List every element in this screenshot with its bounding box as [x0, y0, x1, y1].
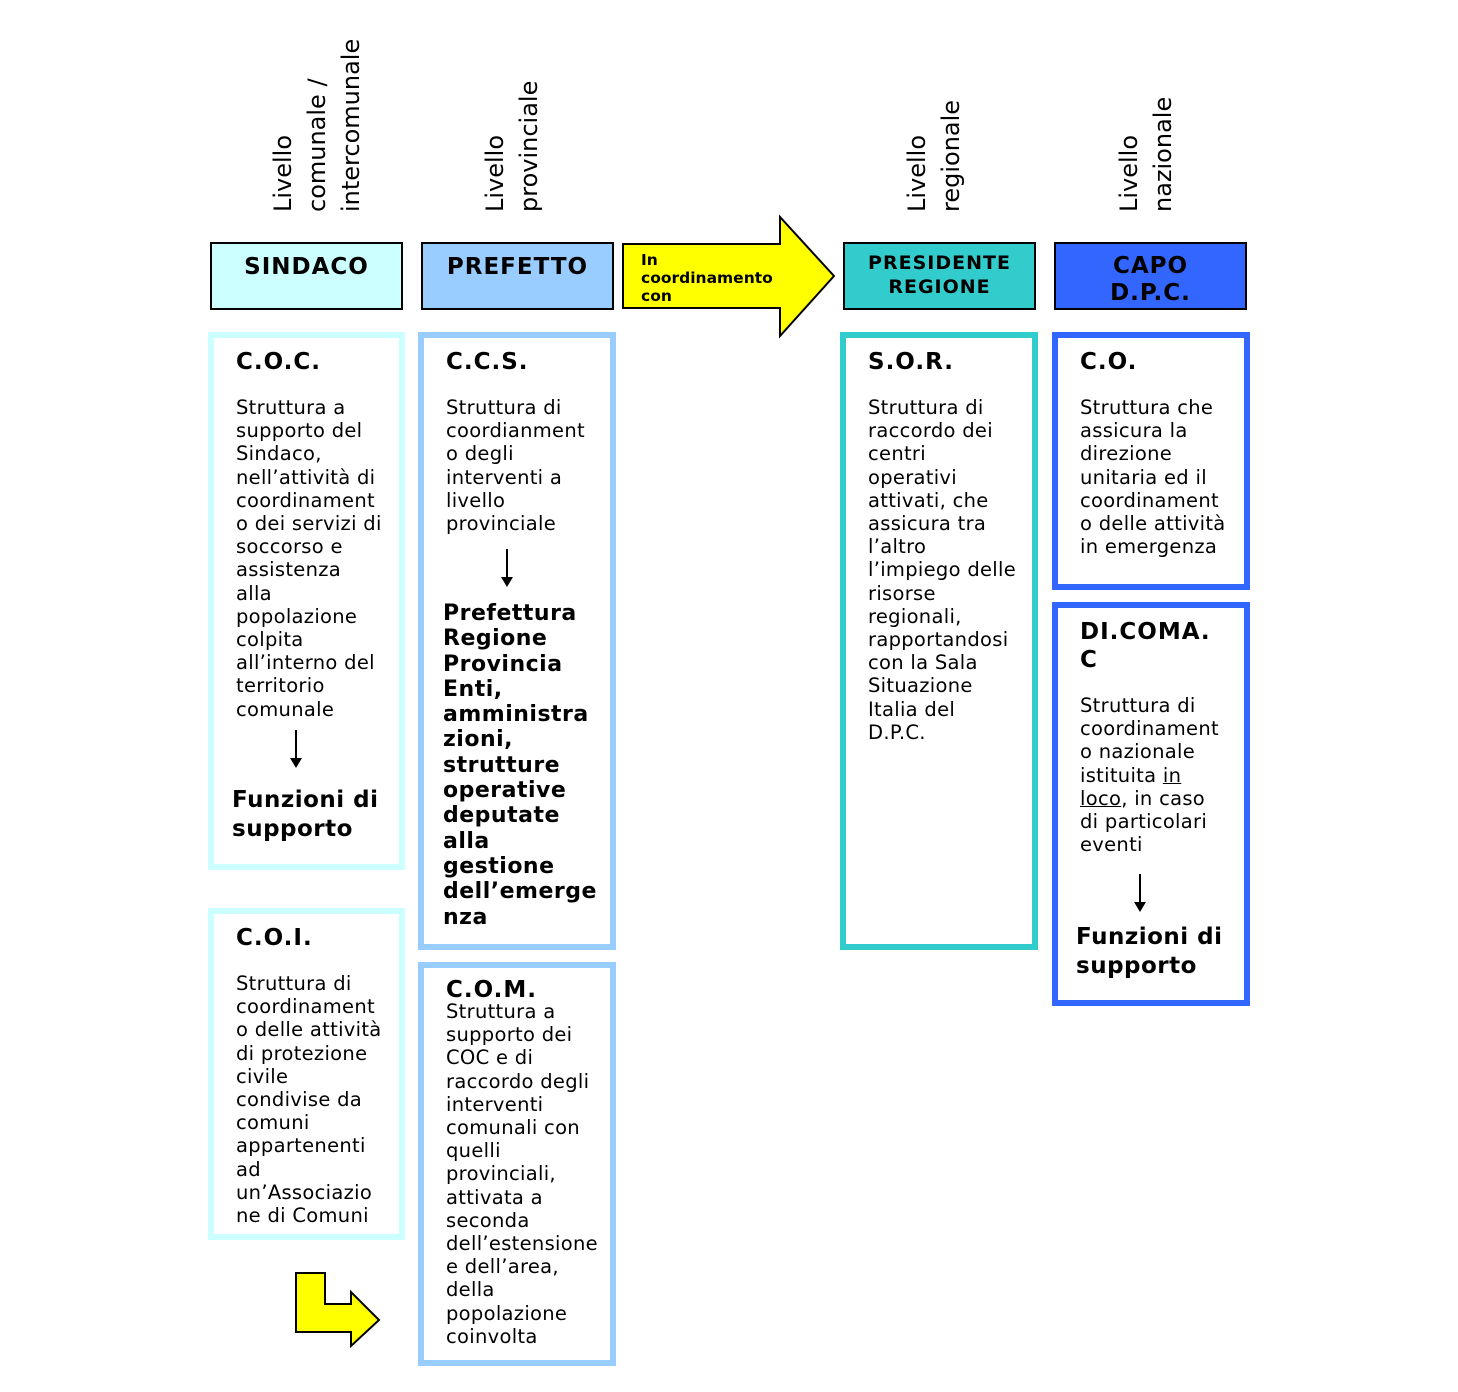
- box-com: C.O.M. Struttura a supporto dei COC e di…: [418, 962, 616, 1366]
- corner-arrow-icon: [295, 1272, 381, 1349]
- box-co-title: C.O.: [1080, 349, 1138, 375]
- box-coi-desc: Struttura di coordinament o delle attivi…: [236, 972, 382, 1228]
- box-sor: S.O.R. Struttura di raccordo dei centri …: [840, 332, 1038, 950]
- box-ccs: C.C.S. Struttura di coordianment o degli…: [418, 332, 616, 950]
- dicomac-desc-part1: Struttura di coordinament o nazionale is…: [1080, 694, 1219, 787]
- header-prefetto: PREFETTO: [421, 242, 614, 310]
- box-dicomac-desc: Struttura di coordinament o nazionale is…: [1080, 694, 1236, 856]
- coordination-arrow-label: In coordinamento con: [641, 251, 773, 305]
- arrow-down-icon: [290, 730, 302, 768]
- box-dicomac-result: Funzioni di supporto: [1076, 924, 1223, 979]
- level-label-provinciale: Livello provinciale: [481, 80, 543, 212]
- box-coc-result: Funzioni di supporto: [232, 787, 379, 842]
- header-capo-label: CAPO D.P.C.: [1110, 253, 1191, 306]
- coordination-arrow: [622, 214, 836, 339]
- dicomac-desc-underline-loco: loco: [1080, 786, 1122, 810]
- box-coc-title: C.O.C.: [236, 349, 322, 375]
- box-coc: C.O.C. Struttura a supporto del Sindaco,…: [208, 332, 405, 870]
- level-label-regionale: Livello regionale: [903, 99, 965, 212]
- box-ccs-desc: Struttura di coordianment o degli interv…: [446, 396, 585, 536]
- box-sor-title: S.O.R.: [868, 349, 954, 375]
- header-prefetto-label: PREFETTO: [446, 254, 589, 280]
- box-com-title: C.O.M.: [446, 977, 538, 1003]
- box-co: C.O. Struttura che assicura la direzione…: [1052, 332, 1250, 590]
- box-dicomac-title: DI.COMA. C: [1080, 619, 1211, 673]
- box-sor-desc: Struttura di raccordo dei centri operati…: [868, 396, 1017, 744]
- header-capo-dpc: CAPO D.P.C.: [1054, 242, 1247, 310]
- level-label-nazionale: Livello nazionale: [1115, 96, 1177, 212]
- level-label-comunale: Livello comunale / intercomunale: [269, 38, 365, 212]
- box-coi: C.O.I. Struttura di coordinament o delle…: [208, 908, 405, 1240]
- box-ccs-title: C.C.S.: [446, 349, 529, 375]
- box-com-desc: Struttura a supporto dei COC e di raccor…: [446, 1000, 598, 1348]
- arrow-down-icon: [1134, 874, 1146, 912]
- header-sindaco: SINDACO: [210, 242, 403, 310]
- arrow-down-icon: [501, 549, 513, 587]
- dicomac-desc-underline-in: in: [1162, 763, 1182, 787]
- box-coc-desc: Struttura a supporto del Sindaco, nell’a…: [236, 396, 382, 721]
- box-co-desc: Struttura che assicura la direzione unit…: [1080, 396, 1226, 559]
- box-ccs-result: Prefettura Regione Provincia Enti, ammin…: [443, 601, 597, 930]
- box-coi-title: C.O.I.: [236, 925, 313, 951]
- box-dicomac: DI.COMA. C Struttura di coordinament o n…: [1052, 602, 1250, 1006]
- dicomac-desc-part2: , in caso di particolari eventi: [1080, 786, 1208, 857]
- header-sindaco-label: SINDACO: [244, 254, 369, 280]
- header-presidente-regione: PRESIDENTE REGIONE: [843, 242, 1036, 310]
- header-presidente-label: PRESIDENTE REGIONE: [868, 252, 1011, 298]
